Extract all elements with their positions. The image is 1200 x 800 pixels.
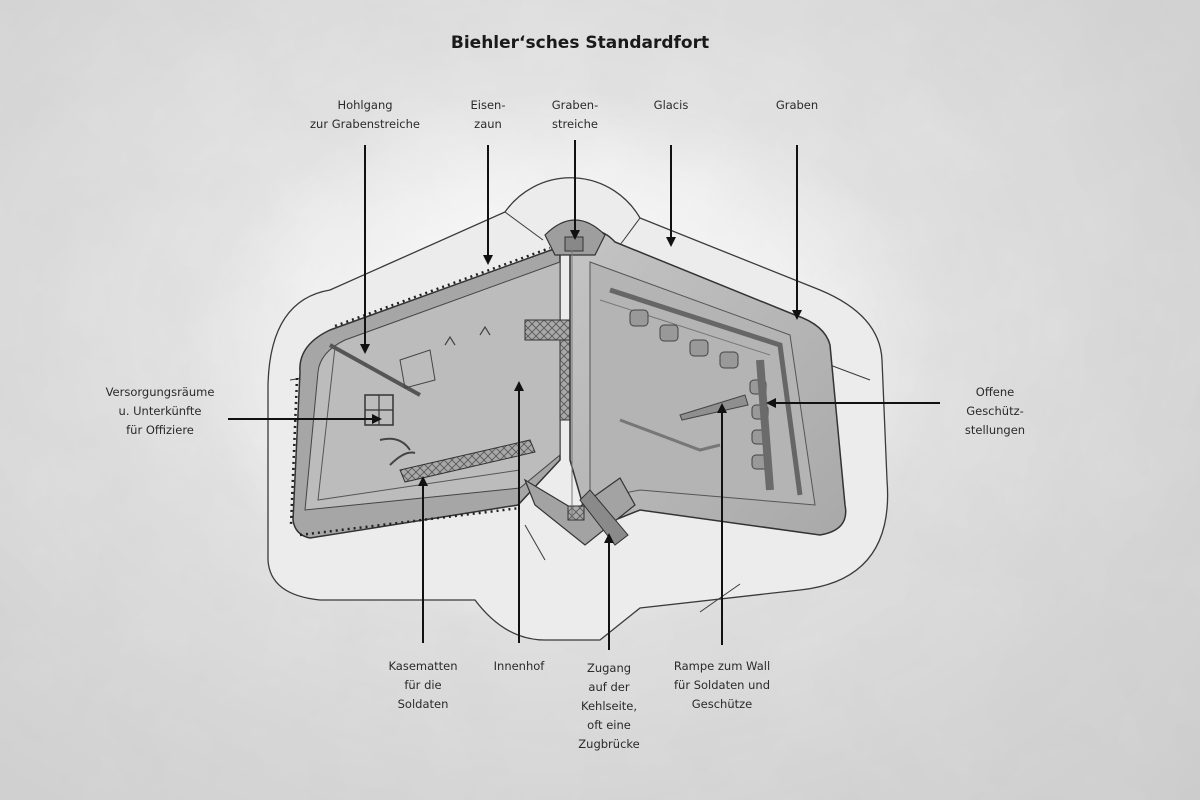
- label-kasematten: Kasematten für die Soldaten: [388, 659, 458, 711]
- pointer-arrows: [228, 140, 940, 650]
- label-glacis: Glacis: [653, 98, 689, 112]
- label-rampe: Rampe zum Wall für Soldaten und Geschütz…: [673, 659, 771, 711]
- label-zugang: Zugang auf der Kehlseite, oft eine Zugbr…: [578, 661, 640, 751]
- diagram-title: Biehler‘sches Standardfort: [450, 33, 710, 53]
- label-hohlgang: Hohlgang zur Grabenstreiche: [310, 98, 420, 131]
- label-geschuetz: Offene Geschütz- stellungen: [964, 385, 1026, 437]
- gorge-entrance: [523, 250, 636, 546]
- label-eisenzaun: Eisen- zaun: [470, 98, 506, 131]
- label-grabenstreiche: Graben- streiche: [551, 98, 599, 131]
- label-versorgung: Versorgungsräume u. Unterkünfte für Offi…: [105, 385, 215, 437]
- fort-right-half: [569, 229, 847, 536]
- label-innenhof: Innenhof: [493, 659, 545, 673]
- label-graben: Graben: [775, 98, 819, 112]
